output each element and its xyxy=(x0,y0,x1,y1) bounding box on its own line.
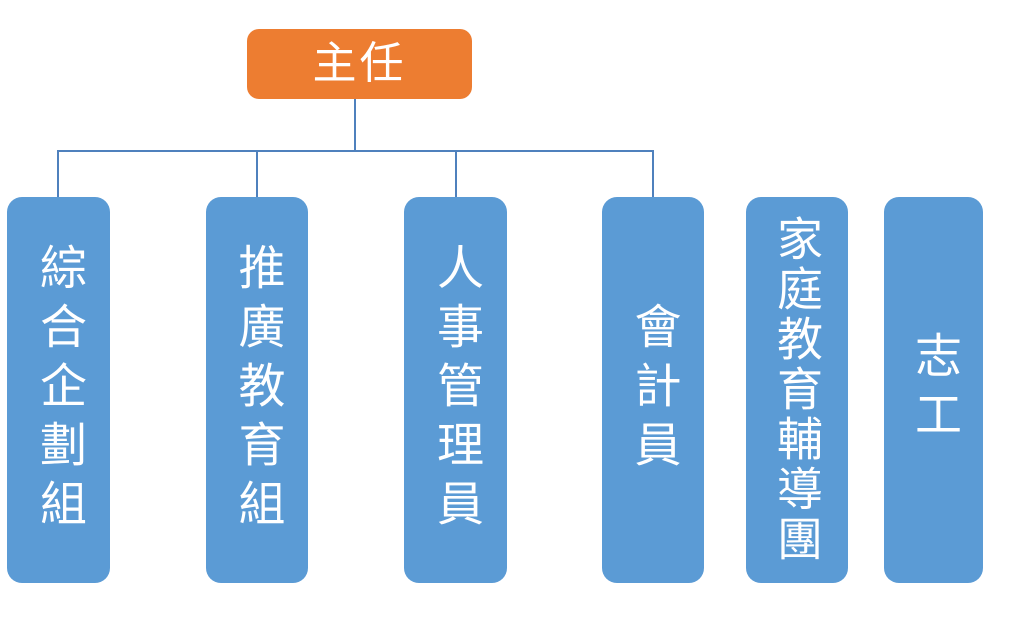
org-node-extension-education-label: 推廣教育組 xyxy=(229,242,285,538)
connector-drop-comprehensive-planning xyxy=(57,150,59,197)
org-node-volunteers-label: 志工 xyxy=(906,331,961,449)
connector-drop-personnel-manager xyxy=(455,150,457,197)
org-node-accountant: 會計員 xyxy=(602,197,704,583)
org-node-director-label: 主任 xyxy=(312,38,407,89)
org-node-family-education-counseling-team: 家庭教育輔導團 xyxy=(746,197,848,583)
org-node-personnel-manager-label: 人事管理員 xyxy=(428,242,483,538)
org-node-comprehensive-planning-label: 綜合企劃組 xyxy=(31,242,86,538)
org-node-director: 主任 xyxy=(247,29,472,99)
connector-root-stub xyxy=(354,99,356,151)
org-node-accountant-label: 會計員 xyxy=(625,301,681,479)
connector-drop-extension-education xyxy=(256,150,258,197)
connector-drop-accountant xyxy=(652,150,654,197)
org-node-volunteers: 志工 xyxy=(884,197,983,583)
org-node-comprehensive-planning-division: 綜合企劃組 xyxy=(7,197,110,583)
org-node-extension-education-division: 推廣教育組 xyxy=(206,197,308,583)
org-node-family-education-counseling-label: 家庭教育輔導團 xyxy=(770,215,824,565)
connector-horizontal xyxy=(57,150,654,152)
org-node-personnel-manager: 人事管理員 xyxy=(404,197,507,583)
